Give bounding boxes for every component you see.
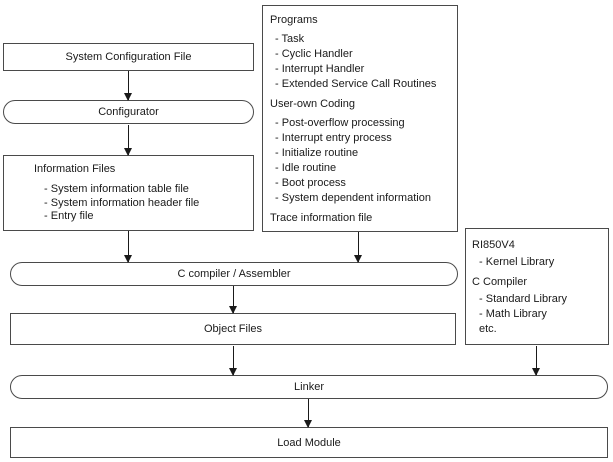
- item-dash: -: [275, 63, 282, 75]
- list-item-label: Idle routine: [281, 162, 337, 174]
- compiler-assembler-label: C compiler / Assembler: [177, 268, 291, 280]
- ri850v4-group-title: RI850V4: [472, 239, 515, 251]
- libraries-box: RI850V4 - Kernel Library C Compiler - St…: [465, 228, 609, 345]
- list-item-label: System information table file: [50, 183, 189, 195]
- item-dash: -: [44, 210, 51, 222]
- linker-label: Linker: [294, 381, 324, 393]
- configurator-label: Configurator: [98, 106, 159, 118]
- list-item: - Extended Service Call Routines: [263, 77, 457, 92]
- arrow-compiler-to-objectfiles: [229, 286, 237, 314]
- arrow-programs-to-compiler: [354, 232, 362, 263]
- user-own-coding-group-title: User-own Coding: [270, 98, 355, 110]
- list-item: - Cyclic Handler: [263, 47, 457, 62]
- system-configuration-file-box: System Configuration File: [3, 43, 254, 71]
- item-dash: -: [275, 78, 282, 90]
- list-item-label: Boot process: [281, 177, 346, 189]
- load-module-label: Load Module: [277, 436, 341, 449]
- object-files-box: Object Files: [10, 313, 456, 345]
- arrow-configurator-to-infofiles: [124, 125, 132, 156]
- configurator-node: Configurator: [3, 100, 254, 124]
- arrow-infofiles-to-compiler: [124, 231, 132, 263]
- list-item: - System information header file: [4, 197, 253, 211]
- item-dash: -: [275, 132, 282, 144]
- list-item: - Entry file: [4, 210, 253, 224]
- etc-label: etc.: [479, 323, 497, 335]
- list-item-label: Entry file: [50, 210, 94, 222]
- list-item-label: Extended Service Call Routines: [281, 78, 437, 90]
- information-files-box: Information Files - System information t…: [3, 155, 254, 231]
- list-item: - System information table file: [4, 183, 253, 197]
- item-dash: -: [275, 48, 282, 60]
- list-item: - Idle routine: [263, 161, 457, 176]
- list-item-label: Cyclic Handler: [281, 48, 353, 60]
- list-item: - Post-overflow processing: [263, 116, 457, 131]
- list-item: - Boot process: [263, 176, 457, 191]
- list-item-label: System information header file: [50, 196, 200, 209]
- list-item: - Interrupt Handler: [263, 62, 457, 77]
- list-item: - Standard Library: [466, 292, 608, 307]
- item-dash: -: [479, 256, 486, 268]
- list-item: - Kernel Library: [466, 255, 608, 270]
- item-dash: -: [275, 147, 282, 159]
- list-item: - System dependent information: [263, 191, 457, 206]
- information-files-title: Information Files: [34, 163, 116, 175]
- item-dash: -: [275, 33, 282, 45]
- compiler-assembler-node: C compiler / Assembler: [10, 262, 458, 286]
- linker-node: Linker: [10, 375, 608, 399]
- arrow-objectfiles-to-linker: [229, 346, 237, 376]
- programs-group-title: Programs: [270, 14, 318, 26]
- list-item-label: System dependent information: [281, 192, 431, 204]
- list-item: - Initialize routine: [263, 146, 457, 161]
- list-item-label: Task: [281, 33, 305, 45]
- system-configuration-file-label: System Configuration File: [65, 51, 192, 63]
- list-item-label: Post-overflow processing: [281, 117, 405, 129]
- item-dash: -: [275, 177, 282, 189]
- list-item: - Task: [263, 32, 457, 47]
- list-item-label: Initialize routine: [281, 147, 359, 159]
- list-item: - Interrupt entry process: [263, 131, 457, 146]
- list-item-label: Kernel Library: [485, 256, 555, 268]
- item-dash: -: [275, 162, 282, 174]
- object-files-label: Object Files: [203, 323, 263, 335]
- arrow-linker-to-loadmodule: [304, 399, 312, 428]
- list-item-label: Interrupt entry process: [281, 132, 392, 144]
- item-dash: -: [479, 293, 486, 305]
- item-dash: -: [44, 183, 51, 195]
- list-item-label: Interrupt Handler: [281, 63, 365, 75]
- item-dash: -: [44, 196, 51, 209]
- arrow-sysconfig-to-configurator: [124, 71, 132, 101]
- item-dash: -: [275, 192, 282, 204]
- trace-information-file-title: Trace information file: [270, 212, 373, 224]
- item-dash: -: [479, 308, 486, 320]
- list-item-label: Standard Library: [485, 293, 568, 305]
- item-dash: -: [275, 117, 282, 129]
- list-item: - Math Library: [466, 307, 608, 322]
- load-module-box: Load Module: [10, 427, 608, 458]
- arrow-libraries-to-linker: [532, 346, 540, 376]
- programs-box: Programs - Task - Cyclic Handler - Inter…: [262, 5, 458, 232]
- c-compiler-group-title: C Compiler: [472, 276, 528, 288]
- list-item-label: Math Library: [485, 308, 547, 320]
